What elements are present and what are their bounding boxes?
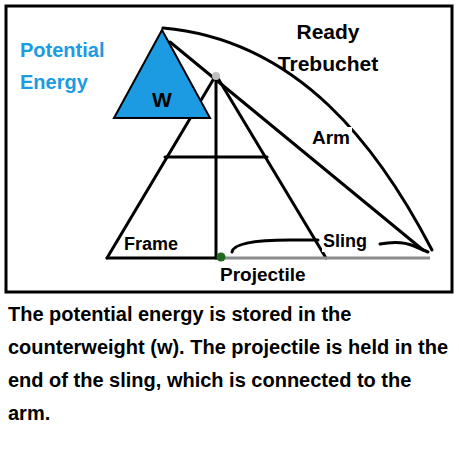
part-label: Frame — [124, 234, 178, 255]
caption: The potential energy is stored in the co… — [8, 298, 454, 430]
projectile-dot — [217, 253, 226, 262]
frame-leg — [216, 75, 326, 258]
sling-ground — [222, 257, 430, 260]
frame-crossbar — [165, 156, 267, 159]
part-label: Projectile — [220, 264, 306, 286]
part-label: Sling — [322, 231, 368, 252]
frame-base — [107, 257, 222, 260]
title: Ready Trebuchet — [262, 16, 394, 80]
part-label: Arm — [310, 127, 352, 149]
sling-line — [232, 240, 318, 252]
counterweight-triangle: W — [112, 28, 212, 120]
frame-post — [215, 75, 218, 258]
energy-label: Potential Energy — [20, 34, 142, 98]
sling-line — [380, 242, 428, 252]
frame-border — [6, 6, 452, 292]
weight-label: W — [152, 88, 172, 112]
pivot — [212, 72, 220, 80]
